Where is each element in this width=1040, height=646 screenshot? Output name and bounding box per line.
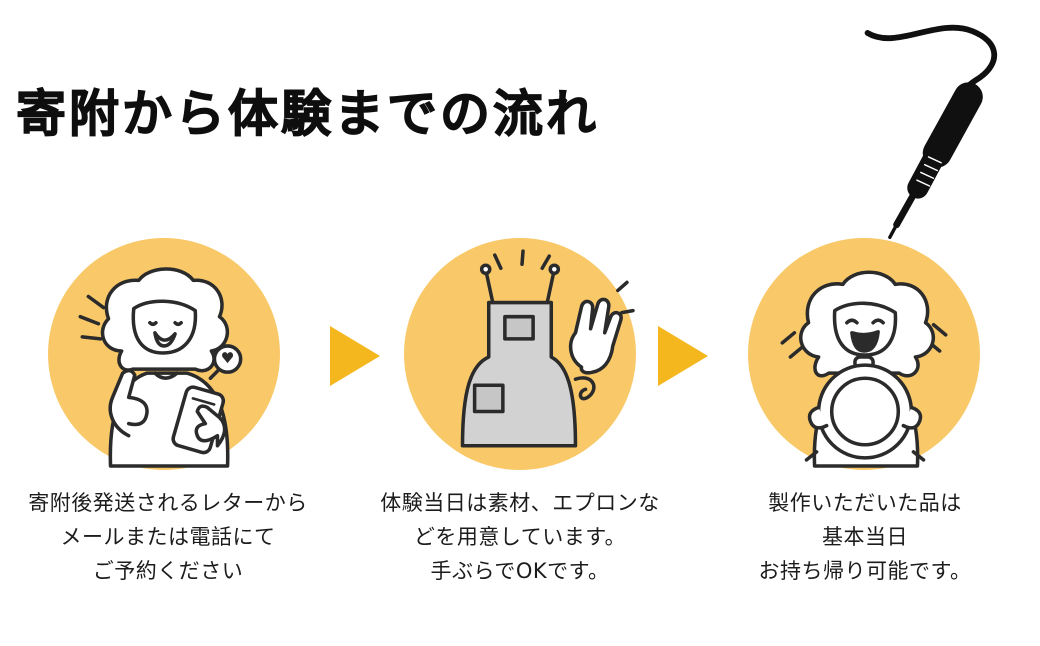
step-3-caption: 製作いただいた品は 基本当日 お持ち帰り可能です。	[758, 491, 972, 584]
woman-holding-finished-piece-illustration	[780, 270, 948, 468]
flow-arrow-icon	[330, 326, 380, 386]
step-1-circle	[48, 238, 280, 470]
step-2-caption: 体験当日は素材、エプロンな どを用意しています。 手ぶらでOKです。	[380, 491, 660, 584]
woman-checking-phone-illustration	[78, 267, 243, 468]
step-2-circle	[404, 238, 636, 470]
step-3-circle	[748, 238, 980, 470]
soldering-iron-icon	[864, 24, 998, 239]
step-1-caption: 寄附後発送されるレターから メールまたは電話にて ご予約ください	[28, 491, 308, 584]
page-title: 寄附から体験までの流れ	[15, 84, 599, 143]
flow-arrow-icon	[658, 326, 708, 386]
apron-and-glove-illustration	[460, 249, 635, 448]
